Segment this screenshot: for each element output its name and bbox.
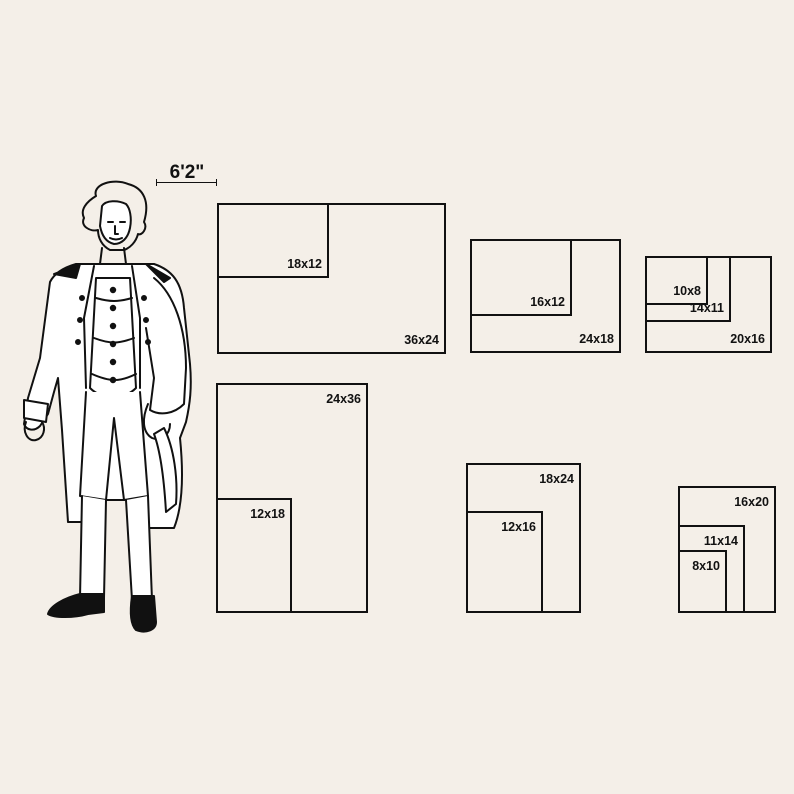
frame-label-16x20: 16x20 — [734, 495, 769, 509]
height-label: 6'2" — [169, 162, 205, 183]
frame-12x18 — [216, 498, 292, 613]
frame-label-12x16: 12x16 — [501, 520, 536, 534]
frame-label-20x16: 20x16 — [730, 332, 765, 346]
frame-label-12x18: 12x18 — [250, 507, 285, 521]
frame-label-36x24: 36x24 — [404, 333, 439, 347]
frame-8x10 — [678, 550, 727, 613]
frame-label-11x14: 11x14 — [703, 534, 738, 548]
frame-label-18x24: 18x24 — [539, 472, 574, 486]
person-silhouette-icon — [23, 180, 192, 633]
frame-label-8x10: 8x10 — [692, 559, 720, 573]
height-scale-bar — [156, 179, 217, 186]
frame-label-24x18: 24x18 — [579, 332, 614, 346]
frame-10x8 — [645, 256, 708, 305]
frame-label-18x12: 18x12 — [287, 257, 322, 271]
frame-label-10x8: 10x8 — [673, 284, 701, 298]
frame-16x12 — [470, 239, 572, 316]
frame-18x12 — [217, 203, 329, 278]
frame-label-16x12: 16x12 — [530, 295, 565, 309]
frame-12x16 — [466, 511, 543, 613]
frame-36x24 — [217, 203, 446, 354]
frame-label-24x36: 24x36 — [326, 392, 361, 406]
